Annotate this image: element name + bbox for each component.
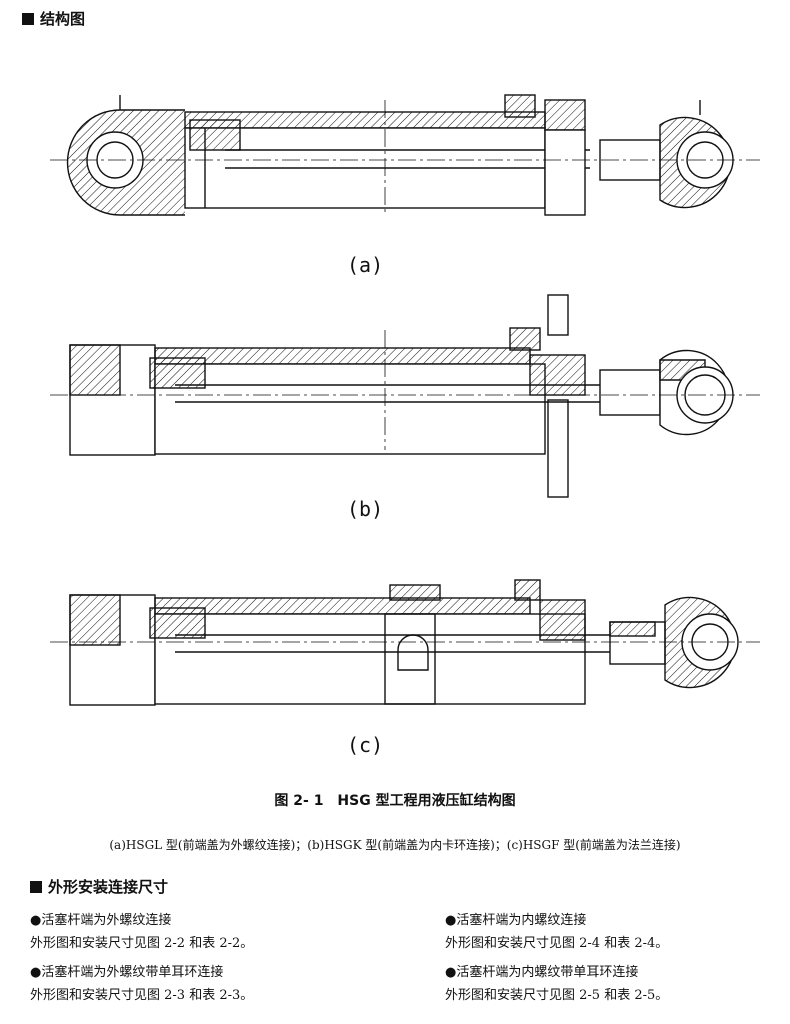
list-item: ●活塞杆端为内螺纹带单耳环连接 外形图和安装尺寸见图 2-5 和表 2-5。 [445,965,668,1005]
list-item: ●活塞杆端为外螺纹连接 外形图和安装尺寸见图 2-2 和表 2-2。 [30,913,253,953]
drawing-c [50,579,760,706]
panel-label-b: (b) [347,497,384,521]
item-text: 外形图和安装尺寸见图 2-4 和表 2-4。 [445,935,669,951]
square-bullet-icon [30,880,42,893]
list-item: ●活塞杆端为外螺纹带单耳环连接 外形图和安装尺寸见图 2-3 和表 2-3。 [30,965,253,1005]
item-text: 外形图和安装尺寸见图 2-2 和表 2-2。 [30,935,254,951]
square-bullet-icon [22,12,34,25]
section-heading-structure: 结构图 [22,8,85,29]
section-title: 结构图 [40,10,86,28]
item-heading: ●活塞杆端为外螺纹带单耳环连接 [30,965,224,980]
item-text: 外形图和安装尺寸见图 2-3 和表 2-3。 [30,987,254,1003]
panel-label-a: (a) [347,253,384,277]
cylinder-structure-drawings [50,94,760,706]
list-item: ●活塞杆端为内螺纹连接 外形图和安装尺寸见图 2-4 和表 2-4。 [445,913,668,953]
figure-subcaption: (a)HSGL 型(前端盖为外螺纹连接)；(b)HSGK 型(前端盖为内卡环连接… [109,838,681,852]
item-heading: ●活塞杆端为内螺纹带单耳环连接 [445,965,639,980]
section-title: 外形安装连接尺寸 [48,878,169,896]
figure-caption: 图 2- 1 HSG 型工程用液压缸结构图 [274,793,516,809]
panel-label-c: (c) [347,733,384,757]
drawing-b [50,294,760,498]
item-text: 外形图和安装尺寸见图 2-5 和表 2-5。 [445,987,669,1003]
drawing-a [50,94,760,216]
item-heading: ●活塞杆端为内螺纹连接 [445,913,587,928]
item-heading: ●活塞杆端为外螺纹连接 [30,913,172,928]
section-heading-dimensions: 外形安装连接尺寸 [30,876,168,897]
